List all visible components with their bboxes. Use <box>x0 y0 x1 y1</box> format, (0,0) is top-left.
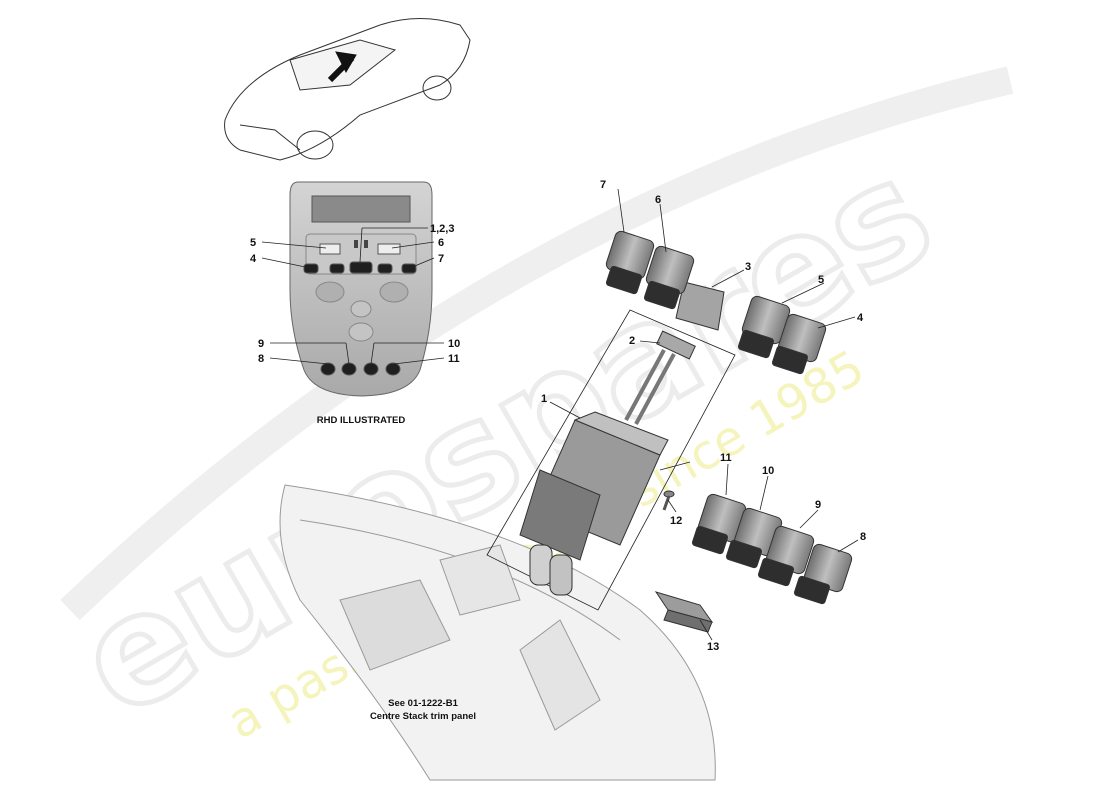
callout-12: 12 <box>670 515 682 527</box>
callout-4: 4 <box>857 312 864 324</box>
switch-part-9 <box>757 525 815 587</box>
part-2-bracket <box>624 330 696 425</box>
part-3-clip <box>675 281 725 331</box>
panel-label-5: 5 <box>250 237 256 249</box>
switch-part-10 <box>725 507 783 569</box>
callout-2: 2 <box>629 335 635 347</box>
reference-line-1: See 01-1222-B1 <box>388 698 458 709</box>
switch-part-7 <box>605 230 655 295</box>
panel-caption: RHD ILLUSTRATED <box>317 415 406 426</box>
panel-label-9: 9 <box>258 338 264 350</box>
panel-label-8: 8 <box>258 353 264 365</box>
callout-1: 1 <box>541 393 547 405</box>
panel-display <box>311 195 411 223</box>
callout-13: 13 <box>707 641 719 653</box>
part-12-screw <box>659 461 691 511</box>
switch-part-4 <box>771 313 827 375</box>
panel-label-11: 11 <box>448 353 460 365</box>
switch-part-11 <box>691 493 747 555</box>
callout-10: 10 <box>762 465 774 477</box>
callout-3: 3 <box>745 261 751 273</box>
callout-leaders <box>549 188 859 641</box>
exploded-frame <box>486 309 736 611</box>
callout-5: 5 <box>818 274 824 286</box>
panel-label-7: 7 <box>438 253 444 265</box>
switch-part-6 <box>643 245 695 310</box>
panel-label-123: 1,2,3 <box>430 223 454 235</box>
callout-6: 6 <box>655 194 661 206</box>
panel-label-4: 4 <box>250 253 257 265</box>
part-1-switch-module <box>519 411 669 596</box>
panel-label-10: 10 <box>448 338 460 350</box>
callout-8: 8 <box>860 531 866 543</box>
switch-part-8 <box>793 543 853 605</box>
callout-7: 7 <box>600 179 606 191</box>
panel-label-6: 6 <box>438 237 444 249</box>
callout-11: 11 <box>720 452 732 464</box>
watermark-swoosh <box>60 66 1014 621</box>
car-thumbnail <box>224 18 471 161</box>
callout-9: 9 <box>815 499 821 511</box>
control-panel: 5 4 1,2,3 6 7 9 8 10 11 RHD ILLUSTRATED <box>250 181 460 426</box>
trim-panel <box>279 484 716 781</box>
switch-part-5 <box>737 295 791 359</box>
reference-line-2: Centre Stack trim panel <box>370 711 476 722</box>
